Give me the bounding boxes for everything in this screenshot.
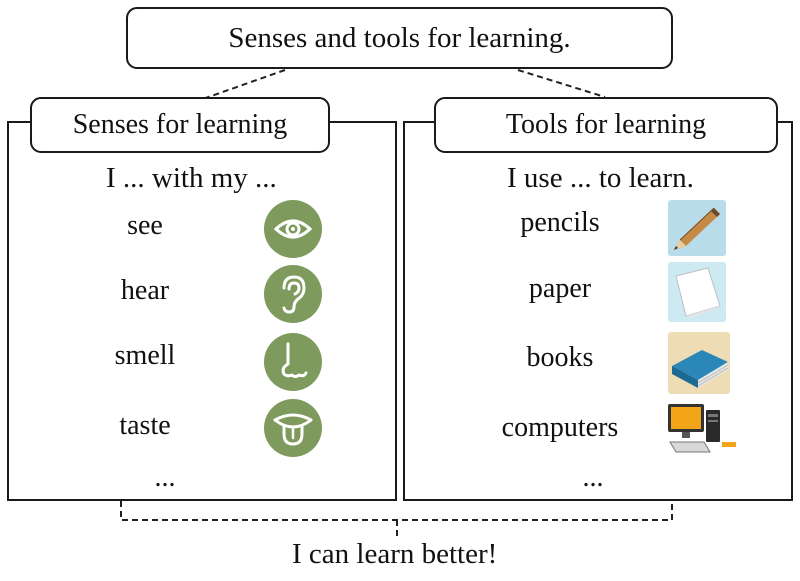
sense-label-see: see — [127, 210, 163, 241]
connector-right — [517, 69, 606, 98]
connector-left — [199, 69, 286, 101]
senses-panel — [7, 121, 397, 501]
pencil-icon — [668, 200, 726, 256]
sense-label-hear: hear — [120, 275, 170, 306]
computer-icon — [666, 402, 738, 458]
eye-icon — [264, 200, 322, 258]
conclusion-text: I can learn better! — [292, 538, 498, 570]
sense-label-taste: taste — [119, 410, 171, 441]
book-icon — [668, 332, 730, 394]
paper-icon — [668, 262, 726, 322]
summary-bracket — [120, 501, 673, 521]
diagram-title: Senses and tools for learning. — [228, 21, 571, 54]
tool-label-paper: paper — [528, 273, 592, 304]
tools-more: ... — [582, 462, 604, 493]
nose-icon — [264, 333, 322, 391]
sense-label-smell: smell — [114, 340, 176, 371]
ear-icon — [264, 265, 322, 323]
senses-more: ... — [154, 462, 176, 493]
tool-label-pencils: pencils — [520, 207, 600, 238]
tool-label-books: books — [526, 342, 594, 373]
tools-heading-box: Tools for learning — [434, 97, 778, 153]
tongue-icon — [264, 399, 322, 457]
tools-subtitle: I use ... to learn. — [507, 162, 694, 194]
tool-label-computers: computers — [501, 412, 619, 443]
tools-panel — [403, 121, 793, 501]
tools-heading: Tools for learning — [505, 109, 707, 140]
senses-heading: Senses for learning — [72, 109, 288, 140]
senses-subtitle: I ... with my ... — [106, 162, 277, 194]
title-box: Senses and tools for learning. — [126, 7, 673, 69]
senses-heading-box: Senses for learning — [30, 97, 330, 153]
